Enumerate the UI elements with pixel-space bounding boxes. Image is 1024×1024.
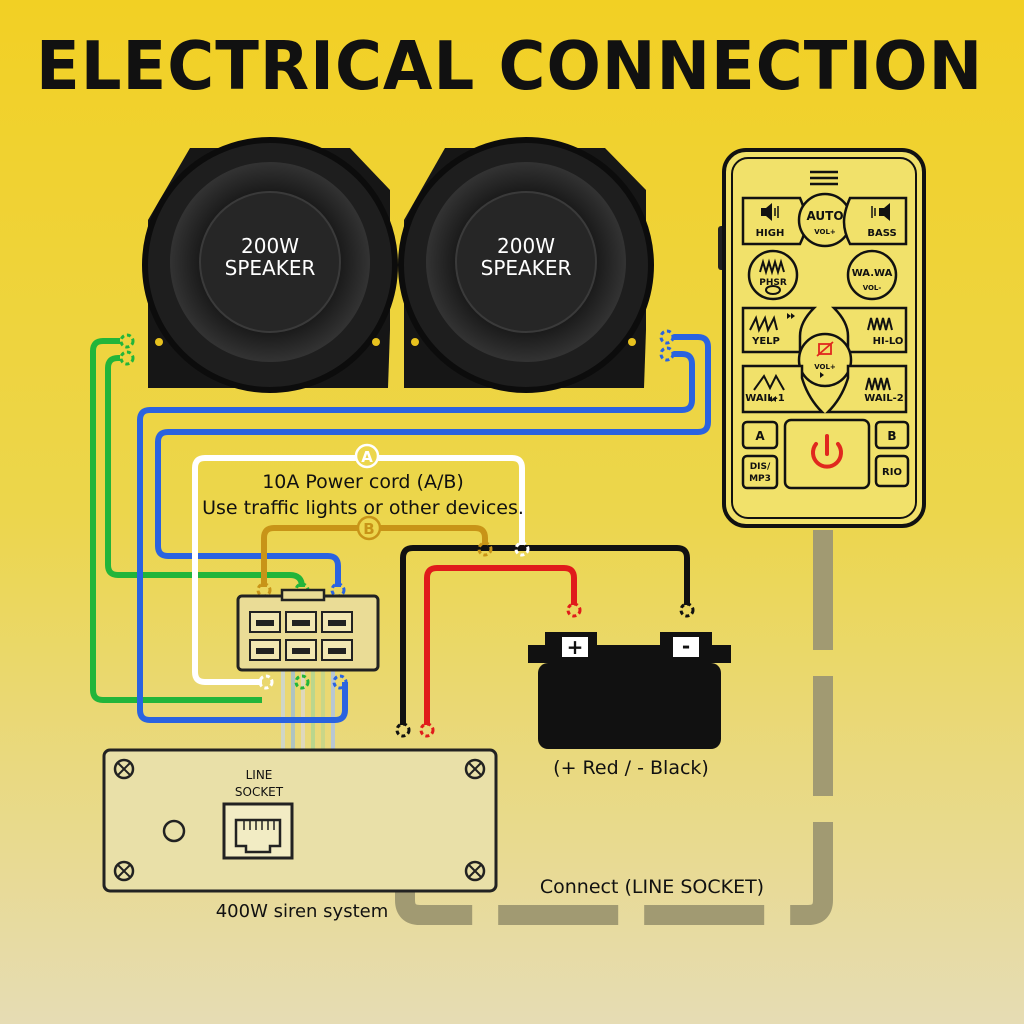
auto-label: AUTO	[806, 209, 843, 223]
wire-black	[400, 545, 690, 725]
battery-caption: (+ Red / - Black)	[553, 757, 709, 779]
line-socket-label-1: LINE	[246, 768, 273, 782]
volume-low-icon	[761, 203, 772, 221]
marker-a	[354, 443, 380, 469]
wail2-label: WAIL-2	[864, 393, 904, 404]
battery-plus: +	[567, 635, 584, 659]
next-icon	[787, 313, 795, 319]
wail1-wave-icon	[753, 373, 785, 391]
auto-sub-label: VOL+	[814, 228, 836, 236]
speaker-right: 200W SPEAKER	[398, 137, 654, 393]
wail1-label: WAIL-1	[745, 393, 785, 404]
center-button	[797, 332, 853, 388]
power-cord-markers: A B	[354, 443, 382, 541]
bass-button	[842, 196, 908, 246]
speaker-right-label-2: SPEAKER	[481, 256, 572, 280]
dis-label-1: DIS/	[750, 462, 771, 472]
phsr-label: PHSR	[759, 278, 787, 288]
siren-box: LINE SOCKET	[102, 748, 498, 893]
yelp-wave-icon	[749, 315, 778, 333]
high-label: HIGH	[756, 228, 785, 239]
speaker-left-label-1: 200W	[241, 234, 299, 258]
siren-box-caption: 400W siren system	[216, 901, 389, 922]
wire-white-a	[192, 455, 525, 685]
power-cord-line2: Use traffic lights or other devices.	[202, 497, 524, 519]
wire-green-upper	[90, 338, 262, 703]
marker-b	[356, 515, 382, 541]
speaker-left: 200W SPEAKER	[142, 137, 398, 393]
dis-mp3-button	[741, 454, 779, 490]
line-socket-cable	[395, 530, 833, 925]
phsr-button	[747, 249, 799, 301]
connect-caption: Connect (LINE SOCKET)	[540, 876, 764, 898]
rio-label: RIO	[882, 467, 902, 478]
a-button	[741, 420, 779, 450]
previous-icon	[768, 396, 776, 402]
battery-minus: -	[682, 634, 690, 658]
wail2-wave-icon	[865, 377, 891, 391]
marker-b-label: B	[363, 520, 374, 538]
b-label: B	[887, 429, 896, 443]
volume-high-icon	[879, 203, 890, 221]
wire-blue-upper	[155, 334, 711, 587]
a-label: A	[755, 429, 765, 443]
mute-icon	[818, 343, 832, 355]
wires	[90, 334, 833, 925]
page-title: ELECTRICAL CONNECTION	[36, 28, 984, 106]
speaker-right-label-1: 200W	[497, 234, 555, 258]
b-button	[874, 420, 910, 450]
wire-red	[424, 565, 577, 725]
wawa-sub-label: VOL-	[863, 284, 882, 292]
marker-a-label: A	[361, 448, 373, 466]
play-pause-icon	[820, 372, 824, 378]
wire-harness-connector	[236, 588, 380, 672]
power-cord-line1: 10A Power cord (A/B)	[262, 471, 464, 493]
wawa-label: WA.WA	[852, 268, 893, 279]
rio-button	[874, 454, 910, 488]
hilo-wave-icon	[867, 317, 893, 331]
hilo-label: HI-LO	[873, 336, 904, 347]
speaker-left-label-2: SPEAKER	[225, 256, 316, 280]
wire-green-lower	[105, 355, 305, 588]
phsr-wave-icon	[759, 258, 785, 276]
power-icon	[811, 434, 843, 469]
bass-label: BASS	[867, 228, 896, 239]
wire-blue-lower	[137, 351, 695, 723]
battery: + -	[528, 632, 731, 749]
line-socket-label-2: SOCKET	[235, 785, 284, 799]
center-sub-label: VOL+	[814, 363, 836, 371]
phsr-oval-icon	[765, 285, 781, 295]
yelp-label: YELP	[751, 336, 780, 347]
line-socket	[222, 802, 294, 860]
remote-controller: HIGH AUTO VOL+ BASS PHSR WA.WA VOL- YELP…	[718, 148, 926, 528]
yelp-button	[741, 306, 818, 354]
wawa-button	[846, 249, 898, 301]
dis-label-2: MP3	[749, 474, 771, 484]
